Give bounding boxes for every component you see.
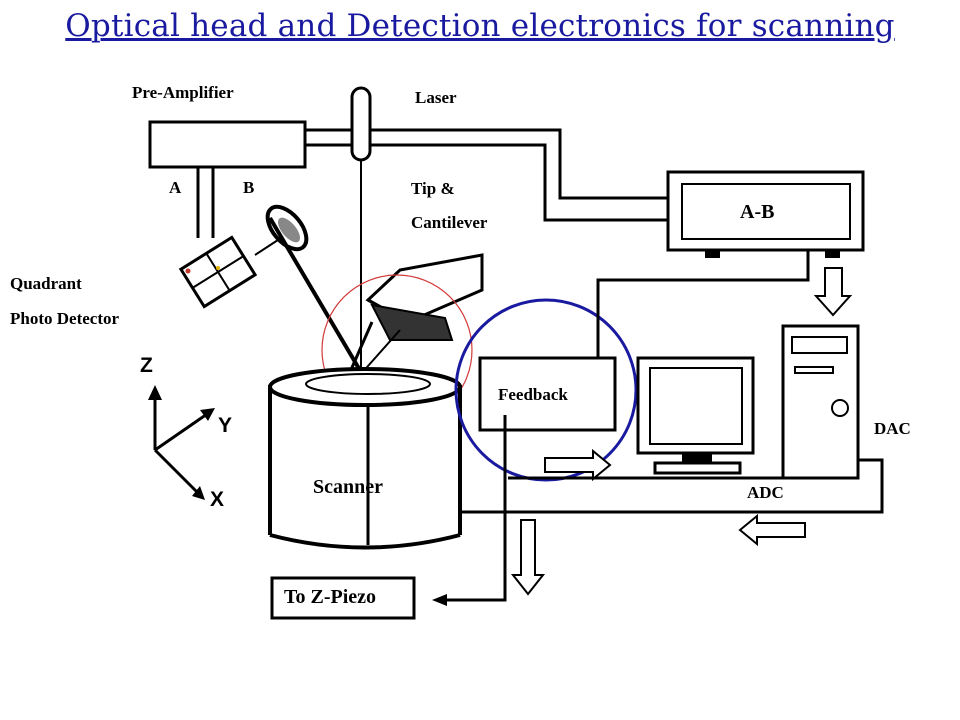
reflected-beam xyxy=(268,216,363,374)
axis-y-arrowhead xyxy=(200,408,215,421)
to-z-piezo-box xyxy=(270,576,416,620)
arrow-dac-left xyxy=(738,513,806,547)
ab-label: A-B xyxy=(740,201,775,223)
monitor-screen xyxy=(649,367,743,445)
tip-cantilever-label-1: Tip & xyxy=(411,179,455,198)
feedback-label: Feedback xyxy=(498,385,568,404)
feedback-box xyxy=(478,356,617,432)
arrow-zpiezo-down xyxy=(510,519,546,596)
mirror-texture xyxy=(277,217,301,243)
b-label: B xyxy=(243,178,255,197)
scanner-body xyxy=(270,385,460,535)
axis-x-arrowhead xyxy=(192,486,205,500)
scanner-sample xyxy=(305,373,431,395)
axis-z-arrowhead xyxy=(148,385,162,400)
cantilever-chip xyxy=(370,303,454,341)
pre-amp-to-ab-wire-1 xyxy=(305,128,668,200)
a-label: A xyxy=(169,178,182,197)
pre-amp-to-ab-wire-2 xyxy=(305,143,668,222)
computer-drive-2 xyxy=(794,366,834,374)
axis-y-label: Y xyxy=(218,414,233,437)
ab-box-inner xyxy=(681,183,851,240)
arrow-adc-right xyxy=(544,448,612,482)
ab-box-foot-left xyxy=(705,250,720,258)
pre-amplifier-box xyxy=(148,120,307,169)
adc-label: ADC xyxy=(747,483,784,502)
scanner-label: Scanner xyxy=(313,476,383,498)
tip-cantilever-label-2: Cantilever xyxy=(411,213,488,232)
computer-drive-1 xyxy=(791,336,848,354)
arrow-ab-down xyxy=(813,267,853,317)
zpiezo-arrowhead xyxy=(432,594,447,606)
quadrant-label-1: Quadrant xyxy=(10,274,82,293)
axis-x-label: X xyxy=(210,488,225,511)
feedback-to-zpiezo-wire xyxy=(445,415,507,602)
laser-body xyxy=(350,86,372,162)
axis-z-label: Z xyxy=(140,354,153,377)
detector-dot-yellow xyxy=(216,266,220,270)
ab-to-feedback-wire xyxy=(596,250,810,358)
quadrant-photo-detector xyxy=(178,235,258,309)
computer-button xyxy=(831,399,849,417)
dac-label: DAC xyxy=(874,419,911,438)
pre-amplifier-label: Pre-Amplifier xyxy=(132,83,234,102)
quadrant-label-2: Photo Detector xyxy=(10,309,120,328)
mirror-to-detector-beam xyxy=(254,237,282,256)
detector-dot-red xyxy=(185,268,191,274)
monitor-neck xyxy=(682,453,712,463)
axis-triad xyxy=(153,395,211,497)
ab-box-foot-right xyxy=(825,250,840,258)
monitor-base xyxy=(653,461,742,475)
dac-wire xyxy=(460,458,884,514)
laser-label: Laser xyxy=(415,88,457,107)
monitor-outer xyxy=(636,356,755,455)
to-z-piezo-label: To Z-Piezo xyxy=(284,586,377,608)
page-title: Optical head and Detection electronics f… xyxy=(65,8,895,44)
cantilever-arm xyxy=(348,321,374,373)
feedback-highlight-circle xyxy=(454,298,638,482)
